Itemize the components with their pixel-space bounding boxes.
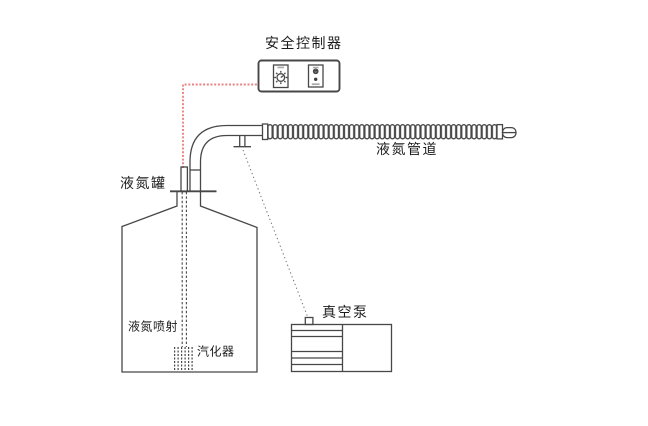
vacuum-pump: 真空泵 xyxy=(290,304,393,373)
label-safety-controller: 安全控制器 xyxy=(265,35,343,51)
knob-icon xyxy=(272,64,289,89)
label-ln-spray: 液氮喷射 xyxy=(128,319,178,334)
label-ln-pipeline: 液氮管道 xyxy=(376,141,438,157)
control-signal-line xyxy=(182,83,258,168)
pump-inlet xyxy=(304,316,314,326)
fill-port xyxy=(180,166,189,193)
label-ln-tank: 液氮罐 xyxy=(120,175,167,191)
hose-nozzle xyxy=(496,123,517,140)
label-vacuum-pump: 真空泵 xyxy=(322,304,369,320)
tank: 液氮罐 液氮喷射 汽化器 xyxy=(120,175,258,373)
dip-tube xyxy=(181,192,187,347)
vaporizer-hatch xyxy=(174,347,193,372)
corrugated-hose: 液氮管道 xyxy=(261,123,517,157)
elbow-pipe xyxy=(189,124,263,191)
pump-connection-line xyxy=(242,149,308,317)
sample-port xyxy=(233,135,251,148)
switch-icon xyxy=(307,64,324,88)
label-vaporizer: 汽化器 xyxy=(197,344,235,359)
safety-controller: 安全控制器 xyxy=(257,35,343,93)
